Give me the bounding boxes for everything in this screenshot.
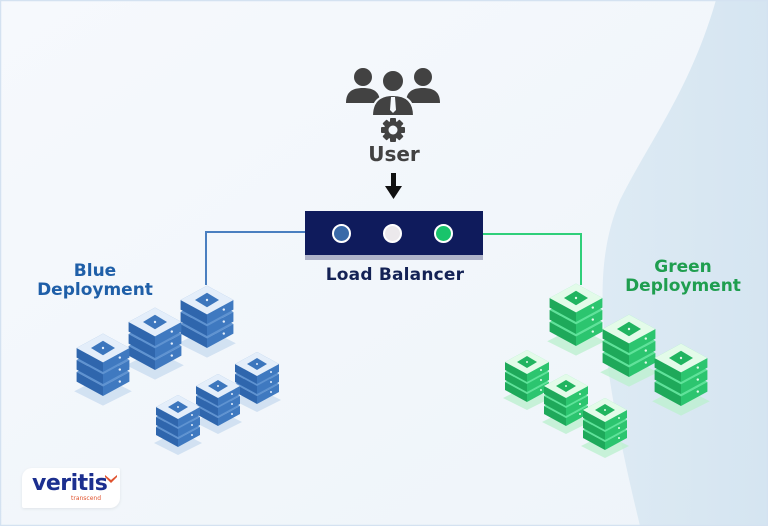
gear-icon: [381, 118, 405, 142]
arrow-down-icon: [385, 173, 402, 199]
server-stack: [547, 283, 605, 356]
green-deployment-label: Green Deployment: [608, 257, 758, 297]
server-stack: [154, 395, 202, 455]
green-indicator-light: [434, 224, 453, 243]
server-stack: [74, 333, 132, 406]
server-stack: [652, 343, 710, 416]
server-stack: [126, 307, 184, 380]
logo-tagline: transcend: [71, 495, 102, 502]
server-stack: [233, 352, 281, 412]
logo-wordmark: veritis: [32, 471, 108, 496]
blue-deployment-label: Blue Deployment: [20, 261, 170, 301]
green-server-cluster: [503, 283, 710, 458]
blue-indicator-light: [332, 224, 351, 243]
server-stack: [600, 314, 658, 387]
server-stack: [194, 374, 242, 434]
neutral-indicator-light: [383, 224, 402, 243]
user-group-icon: [346, 68, 440, 117]
user-label: User: [368, 142, 420, 166]
blue-connector-line: [205, 231, 305, 285]
load-balancer-label: Load Balancer: [325, 265, 465, 285]
veritis-logo: veritis transcend: [22, 468, 120, 508]
server-stack: [542, 374, 590, 434]
load-balancer: [305, 211, 483, 255]
server-stack: [503, 350, 551, 410]
blue-server-cluster: [74, 285, 281, 455]
blue-deployment-line1: Blue: [73, 261, 117, 281]
green-deployment-line1: Green: [654, 257, 712, 277]
green-connector-line: [483, 233, 582, 285]
server-stack: [178, 285, 236, 358]
green-deployment-line2: Deployment: [625, 276, 741, 297]
blue-deployment-line2: Deployment: [37, 280, 153, 301]
logo-chevron-icon: [105, 475, 117, 483]
server-stack: [581, 398, 629, 458]
